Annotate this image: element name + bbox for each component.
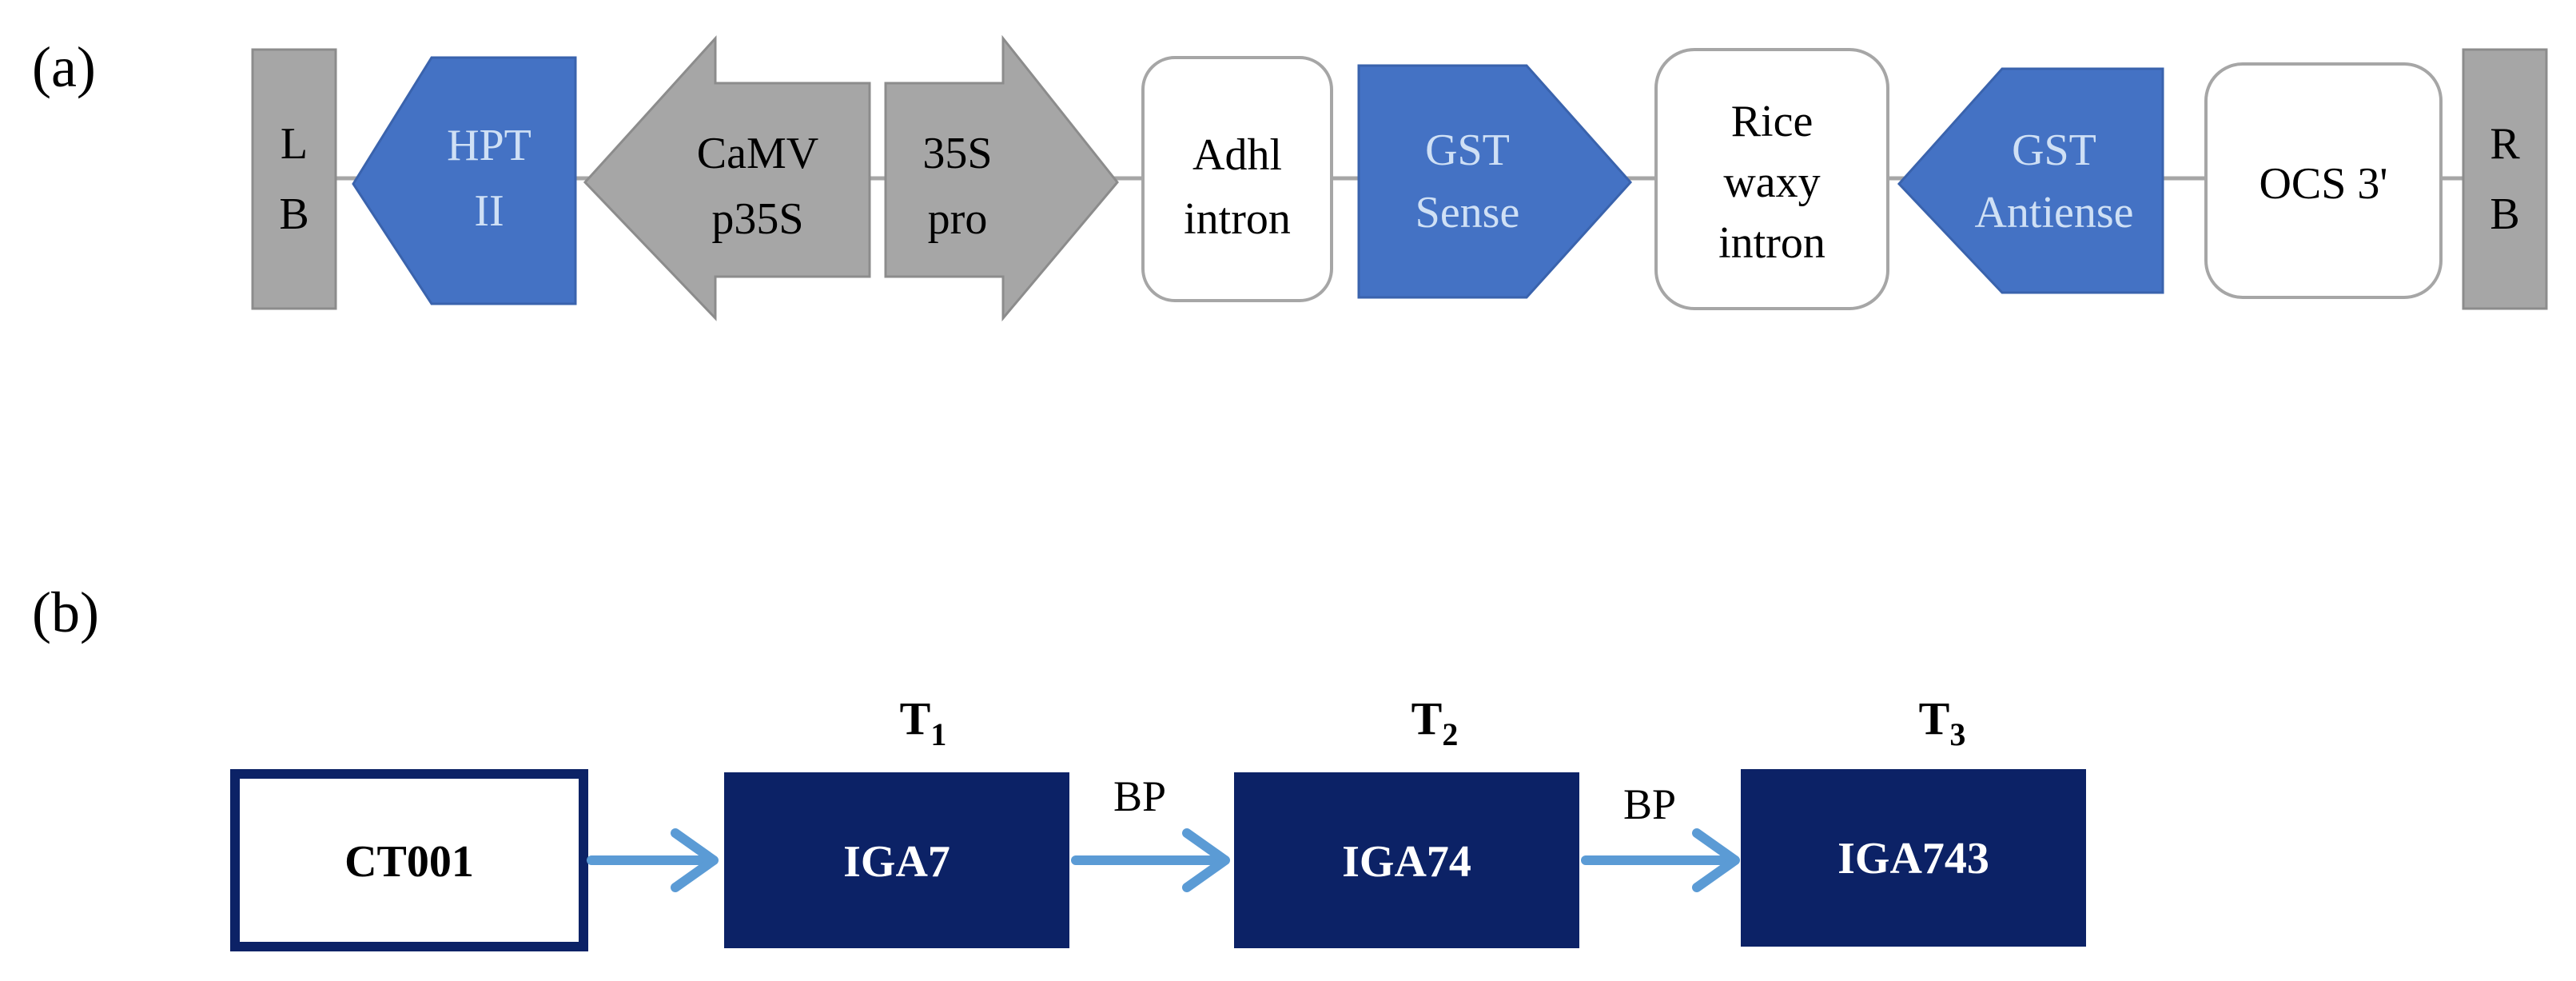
gst-antisense-shape [1897, 67, 2164, 294]
camv-p35s-line-2: p35S [711, 194, 803, 244]
adhl-intron-line-1: Adhl [1192, 130, 1282, 180]
generation-t2-heading: T2 [1411, 692, 1459, 752]
rb-border: R B [2462, 48, 2548, 310]
rb-border-line-2: B [2490, 189, 2519, 239]
line-iga74-frame [1234, 772, 1579, 948]
gst-sense-shape [1357, 64, 1633, 299]
arrow-iga74-to-iga743 [1581, 828, 1740, 892]
line-iga7-label: IGA7 [843, 837, 950, 887]
rice-waxy-intron-line-2: waxy [1723, 158, 1820, 207]
adhl-intron-shape [1141, 56, 1333, 302]
rice-waxy-intron-box: Rice waxy intron [1654, 48, 1889, 310]
35s-pro-line-1: 35S [922, 129, 992, 178]
gst-sense-line-2: Sense [1415, 188, 1520, 237]
ocs-terminator-label: OCS 3' [2259, 159, 2387, 209]
35s-pro-line-2: pro [928, 194, 988, 244]
lb-border-line-2: B [279, 189, 309, 239]
line-iga7-frame [724, 772, 1069, 948]
rice-waxy-intron-line-3: intron [1718, 218, 1825, 268]
panel-b: (b) T1 T2 T3 CT001 IGA7 BP IGA74 [32, 580, 2086, 951]
arrow-iga7-to-iga74 [1071, 828, 1230, 892]
gst-sense-line-1: GST [1425, 126, 1510, 175]
line-ct001-label: CT001 [344, 837, 474, 887]
transition-1-label: BP [1113, 772, 1166, 820]
camv-p35s-arrow: CaMV p35S [583, 35, 871, 321]
arrow-ct001-to-iga7 [587, 828, 719, 892]
camv-p35s-line-1: CaMV [697, 129, 818, 178]
gst-antisense-marker: GST Antiense [1897, 67, 2164, 294]
hpt-ii-shape [352, 56, 577, 305]
35s-pro-arrow: 35S pro [884, 34, 1119, 322]
gst-antisense-line-1: GST [2012, 126, 2096, 175]
adhl-intron-line-2: intron [1184, 194, 1291, 244]
line-iga743-label: IGA743 [1837, 834, 1989, 883]
camv-p35s-shape [583, 35, 871, 321]
line-iga743-box: IGA743 [1741, 769, 2086, 947]
line-ct001-box: CT001 [230, 769, 588, 951]
35s-pro-shape [884, 34, 1119, 322]
ocs-terminator-shape [2204, 62, 2443, 299]
line-iga7-box: IGA7 [724, 772, 1069, 948]
gst-antisense-line-2: Antiense [1974, 188, 2133, 237]
lb-border-line-1: L [281, 119, 308, 169]
panel-a-label: (a) [32, 35, 96, 99]
rice-waxy-intron-shape [1654, 48, 1889, 310]
generation-t3-heading: T3 [1919, 692, 1966, 752]
rice-waxy-intron-line-1: Rice [1731, 97, 1814, 146]
line-iga74-box: IGA74 [1234, 772, 1579, 948]
rb-border-block [2462, 48, 2548, 310]
rb-border-line-1: R [2490, 119, 2520, 169]
ocs-terminator-box: OCS 3' [2204, 62, 2443, 299]
hpt-ii-line-1: HPT [447, 121, 532, 170]
gst-sense-marker: GST Sense [1357, 64, 1633, 299]
lb-border: L B [251, 48, 337, 310]
panel-a: (a) L B HPT II CaMV p35S 35S pro [32, 34, 2548, 322]
line-ct001-frame [230, 769, 588, 951]
hpt-ii-marker: HPT II [352, 56, 577, 305]
adhl-intron-box: Adhl intron [1141, 56, 1333, 302]
generation-t1-heading: T1 [900, 692, 947, 752]
transition-2-label: BP [1623, 780, 1676, 828]
panel-b-label: (b) [32, 580, 99, 644]
hpt-ii-line-2: II [474, 186, 504, 236]
line-iga743-frame [1741, 769, 2086, 947]
line-iga74-label: IGA74 [1342, 837, 1471, 887]
lb-border-block [251, 48, 337, 310]
